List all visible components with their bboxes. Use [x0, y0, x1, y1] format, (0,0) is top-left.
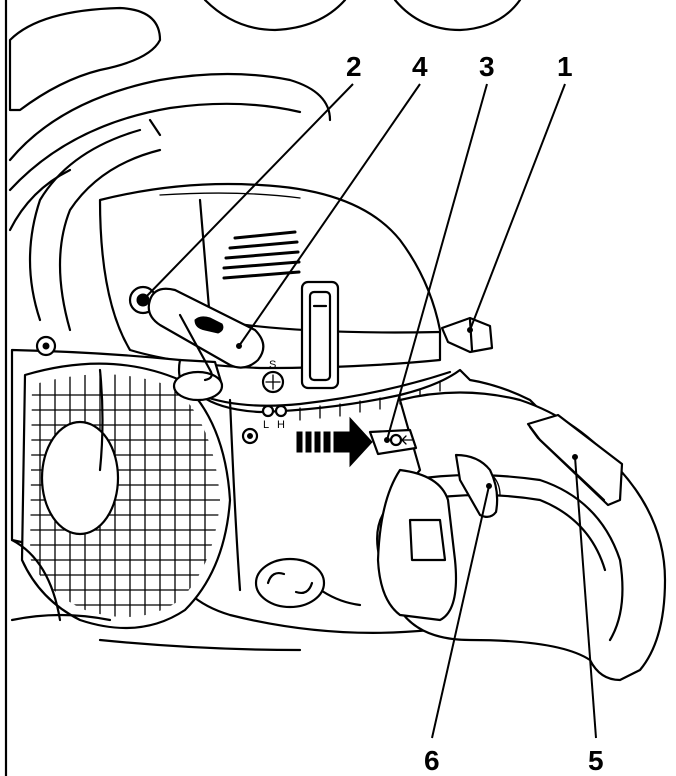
mark-h: H [277, 419, 285, 431]
callout-1: 1 [557, 51, 573, 82]
leader-dots [140, 297, 578, 489]
mark-l: L [263, 419, 269, 431]
callout-2: 2 [346, 51, 362, 82]
callout-4: 4 [412, 51, 428, 82]
callout-3: 3 [479, 51, 495, 82]
starter-grip [147, 287, 265, 402]
throttle-trigger [454, 453, 499, 519]
leader-lines [142, 83, 597, 739]
starter-cover [20, 362, 232, 630]
cover-vents [222, 230, 301, 280]
front-handle [8, 6, 332, 332]
top-curves [203, 0, 522, 32]
stop-switch [368, 428, 418, 456]
callout-6: 6 [424, 745, 440, 776]
carb-adjust: S L H [261, 359, 288, 431]
chain-brake-lever [440, 316, 494, 354]
callout-5: 5 [588, 745, 604, 776]
rear-handle [376, 391, 667, 682]
screw-right [241, 427, 259, 445]
screw-left [35, 335, 57, 357]
lower-body [10, 538, 326, 652]
push-arrow [296, 416, 373, 468]
mark-s: S [269, 359, 276, 371]
